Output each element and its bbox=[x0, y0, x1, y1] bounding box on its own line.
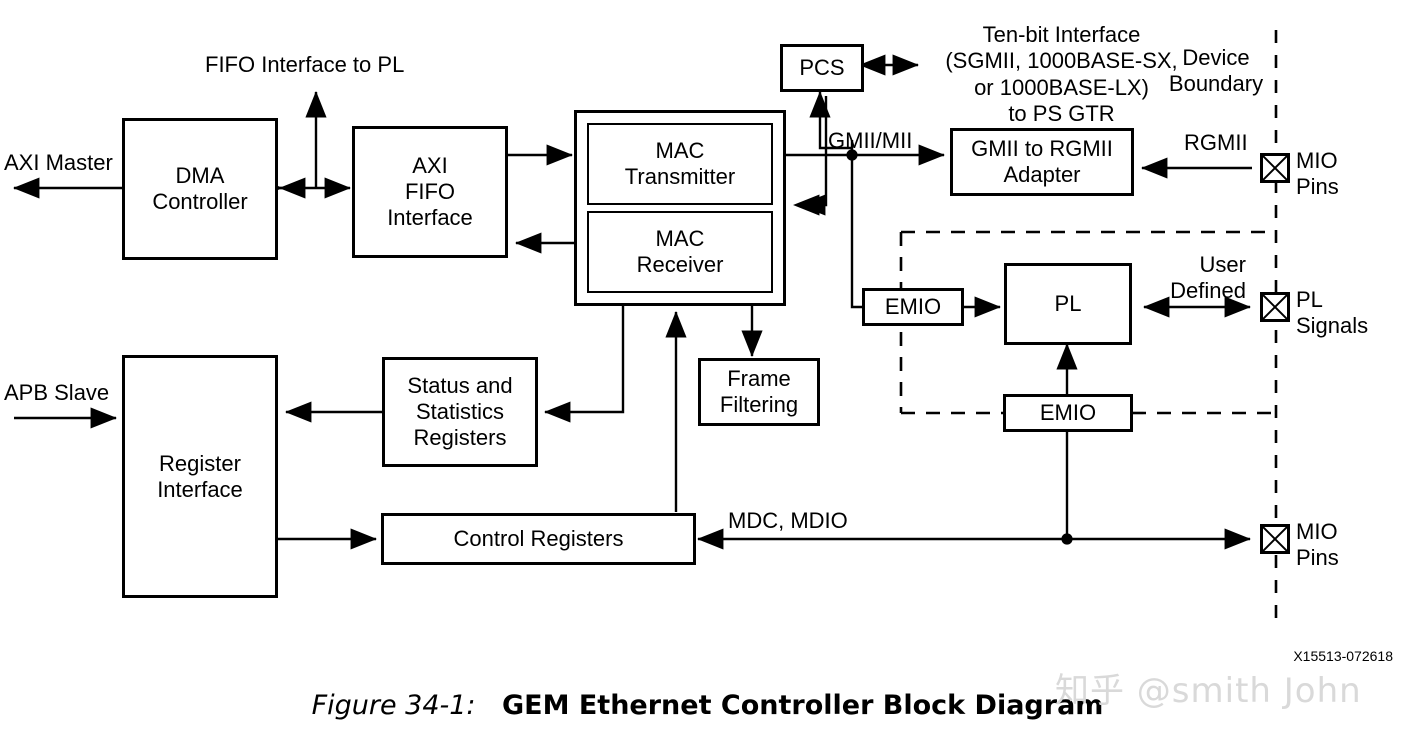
mio-pins-top-pad[interactable] bbox=[1260, 153, 1290, 183]
label-apb-slave: APB Slave bbox=[4, 380, 110, 405]
junction-dots bbox=[846, 149, 1073, 545]
block-dma-controller[interactable]: DMA Controller bbox=[122, 118, 278, 260]
pin-cross-icon bbox=[1263, 295, 1287, 319]
block-mac-container: MAC Transmitter MAC Receiver bbox=[574, 110, 786, 306]
watermark: 知乎 @smith John bbox=[1055, 671, 1362, 711]
block-pl-label: PL bbox=[1054, 291, 1082, 317]
pin-cross-icon bbox=[1263, 527, 1287, 551]
label-user-defined: User Defined bbox=[1170, 252, 1246, 304]
pl-signals-pad[interactable] bbox=[1260, 292, 1290, 322]
label-rgmii: RGMII bbox=[1184, 130, 1248, 155]
block-axi-fifo-interface[interactable]: AXI FIFO Interface bbox=[352, 126, 508, 258]
pin-cross-icon bbox=[1263, 156, 1287, 180]
block-gmii-to-rgmii-adapter-label: GMII to RGMII Adapter bbox=[971, 136, 1113, 187]
figure-title: GEM Ethernet Controller Block Diagram bbox=[501, 690, 1104, 721]
block-pl[interactable]: PL bbox=[1004, 263, 1132, 345]
block-gmii-to-rgmii-adapter[interactable]: GMII to RGMII Adapter bbox=[950, 128, 1134, 196]
label-device-boundary: Device Boundary bbox=[1168, 45, 1264, 97]
label-ten-bit-interface: Ten-bit Interface (SGMII, 1000BASE-SX, o… bbox=[945, 22, 1178, 127]
block-pcs-label: PCS bbox=[799, 55, 845, 81]
block-frame-filtering[interactable]: Frame Filtering bbox=[698, 358, 820, 426]
block-status-statistics-registers[interactable]: Status and Statistics Registers bbox=[382, 357, 538, 467]
block-emio-top-label: EMIO bbox=[884, 294, 942, 320]
label-mdc-mdio: MDC, MDIO bbox=[728, 508, 848, 533]
label-gmii-mii: GMII/MII bbox=[828, 128, 913, 153]
block-control-registers[interactable]: Control Registers bbox=[381, 513, 696, 565]
junction-dot-gmii bbox=[846, 149, 858, 161]
wire-gmii-to-pcs bbox=[809, 91, 852, 150]
block-frame-filtering-label: Frame Filtering bbox=[719, 366, 799, 417]
label-mio-pins-bottom: MIO Pins bbox=[1296, 519, 1339, 571]
block-mac-transmitter[interactable]: MAC Transmitter bbox=[587, 123, 773, 205]
block-dma-controller-label: DMA Controller bbox=[152, 163, 248, 214]
label-mio-pins-top: MIO Pins bbox=[1296, 148, 1339, 200]
block-axi-fifo-interface-label: AXI FIFO Interface bbox=[387, 153, 473, 230]
wire-gmii-to-emio bbox=[850, 155, 864, 309]
label-pl-signals: PL Signals bbox=[1296, 287, 1369, 339]
block-mac-receiver-label: MAC Receiver bbox=[636, 226, 724, 277]
block-pcs[interactable]: PCS bbox=[780, 44, 864, 92]
block-emio-bottom-label: EMIO bbox=[1039, 400, 1097, 426]
block-register-interface-label: Register Interface bbox=[157, 450, 243, 502]
label-fifo-interface-to-pl: FIFO Interface to PL bbox=[205, 52, 405, 77]
wire-pcs-return-to-mac bbox=[799, 96, 828, 216]
block-emio-bottom[interactable]: EMIO bbox=[1003, 394, 1133, 432]
block-status-statistics-registers-label: Status and Statistics Registers bbox=[407, 373, 513, 450]
block-mac-transmitter-label: MAC Transmitter bbox=[624, 138, 736, 189]
block-register-interface[interactable]: Register Interface bbox=[122, 355, 278, 598]
block-mac-receiver[interactable]: MAC Receiver bbox=[587, 211, 773, 293]
junction-dot-mdio bbox=[1061, 533, 1073, 545]
figure-id: X15513-072618 bbox=[1293, 648, 1393, 664]
block-control-registers-label: Control Registers bbox=[453, 526, 624, 552]
block-emio-top[interactable]: EMIO bbox=[862, 288, 964, 326]
label-axi-master: AXI Master bbox=[4, 150, 113, 175]
wire-mac-to-status-registers bbox=[544, 305, 625, 423]
figure-caption: Figure 34-1: GEM Ethernet Controller Blo… bbox=[0, 690, 1415, 721]
mio-pins-bottom-pad[interactable] bbox=[1260, 524, 1290, 554]
figure-number: Figure 34-1: bbox=[311, 690, 476, 721]
